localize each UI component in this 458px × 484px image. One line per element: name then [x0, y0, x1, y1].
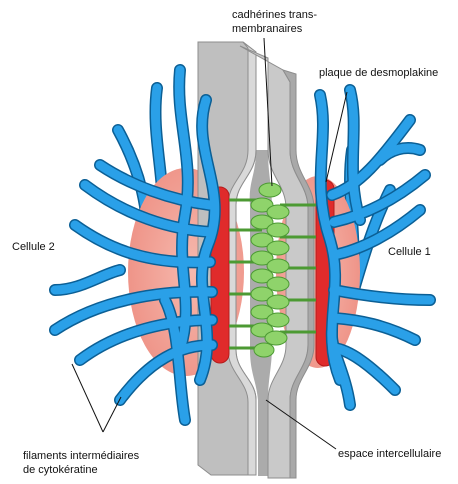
leader-plaque [326, 92, 347, 182]
label-filaments-line2: de cytokératine [23, 463, 139, 477]
label-cadherines-line2: membranaires [232, 22, 342, 36]
label-cellule-1: Cellule 1 [388, 245, 431, 259]
label-espace-intercellulaire: espace intercellulaire [338, 447, 441, 461]
label-plaque: plaque de desmoplakine [319, 66, 438, 80]
label-filaments-line1: filaments intermédiaires [23, 449, 139, 463]
label-cellule-2: Cellule 2 [12, 240, 55, 254]
label-cadherines: cadhérines trans- membranaires [232, 8, 342, 36]
leader-filaments-b [103, 397, 121, 432]
leader-filaments-a [72, 364, 103, 432]
label-filaments: filaments intermédiaires de cytokératine [23, 449, 139, 477]
label-cadherines-line1: cadhérines trans- [232, 8, 342, 22]
